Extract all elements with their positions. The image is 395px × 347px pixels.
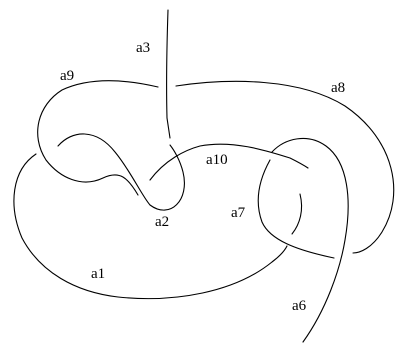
arc-a1	[13, 153, 288, 300]
arc-a9	[37, 80, 159, 196]
arc-a8	[175, 80, 395, 254]
label-a9: a9	[60, 68, 74, 84]
label-a1: a1	[91, 266, 105, 282]
arc-a10-tail	[291, 193, 303, 235]
arc-a6	[271, 137, 349, 343]
arc-a3	[166, 9, 171, 139]
label-a8: a8	[331, 80, 345, 96]
arc-a2	[57, 133, 185, 211]
label-a6: a6	[292, 298, 307, 314]
label-a7: a7	[231, 205, 246, 221]
arc-a10	[149, 143, 309, 181]
label-a2: a2	[155, 214, 169, 230]
arc-a7	[257, 159, 335, 259]
label-a10: a10	[206, 152, 228, 168]
label-a3: a3	[136, 40, 150, 56]
